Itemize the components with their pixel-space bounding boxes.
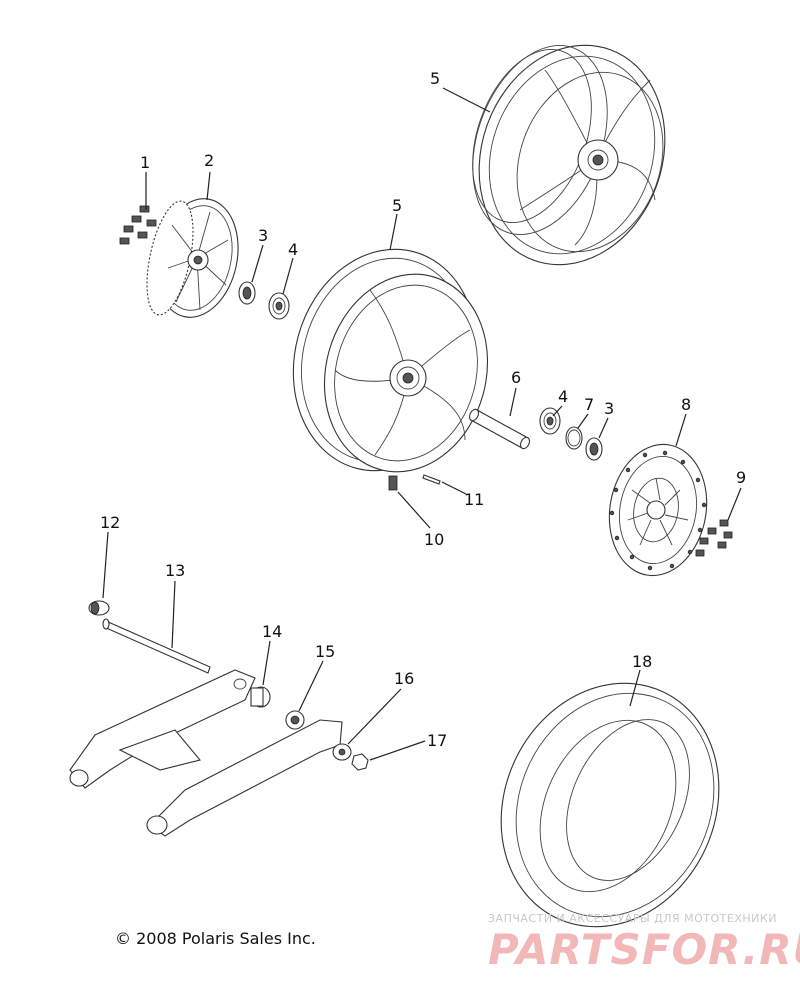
pivot-bushing-14 [250, 686, 271, 708]
callout-12: 12 [100, 513, 120, 532]
axle-cap [88, 600, 110, 616]
callout-4-right: 4 [558, 387, 568, 406]
callout-13: 13 [165, 561, 185, 580]
wheel-bearings-left [238, 281, 290, 320]
axle-adjuster [332, 743, 352, 761]
callout-5-center: 5 [392, 196, 402, 215]
rear-wheel-front-view [292, 248, 489, 473]
brake-disc-bolts [695, 519, 733, 557]
callout-14: 14 [262, 622, 282, 641]
watermark-brand: PARTSFOR.RU [488, 925, 800, 974]
pin [422, 474, 441, 485]
callout-18: 18 [632, 652, 652, 671]
rear-wheel-back-view [472, 44, 666, 266]
callout-9: 9 [736, 468, 746, 487]
callout-3-right: 3 [604, 399, 614, 418]
callout-4-left: 4 [288, 240, 298, 259]
watermark-tagline: ЗАПЧАСТИ И АКСЕССУАРЫ ДЛЯ МОТОТЕХНИКИ [488, 912, 777, 925]
callout-5-top: 5 [430, 69, 440, 88]
swingarm [69, 669, 343, 837]
callout-17: 17 [427, 731, 447, 750]
pulley-bolts [119, 205, 157, 245]
callout-labels: 1 2 3 4 5 5 6 4 7 3 8 9 10 11 12 13 14 1… [100, 69, 746, 750]
axle-spacer [468, 408, 531, 450]
callout-2: 2 [204, 151, 214, 170]
pivot-bushing-15 [285, 710, 305, 730]
callout-11: 11 [464, 490, 484, 509]
brake-disc [608, 443, 708, 577]
callout-7: 7 [584, 395, 594, 414]
callout-6: 6 [511, 368, 521, 387]
rear-tire [500, 682, 720, 928]
callout-1: 1 [140, 153, 150, 172]
copyright-notice: © 2008 Polaris Sales Inc. [115, 929, 316, 948]
wheel-bearings-right [539, 407, 603, 461]
callout-8: 8 [681, 395, 691, 414]
callout-15: 15 [315, 642, 335, 661]
valve-stem [388, 475, 398, 491]
callout-10: 10 [424, 530, 444, 549]
rear-axle [102, 618, 211, 674]
axle-nut [351, 753, 369, 771]
callout-16: 16 [394, 669, 414, 688]
callout-3-left: 3 [258, 226, 268, 245]
drive-pulley [146, 198, 239, 318]
leader-lines [102, 87, 742, 761]
